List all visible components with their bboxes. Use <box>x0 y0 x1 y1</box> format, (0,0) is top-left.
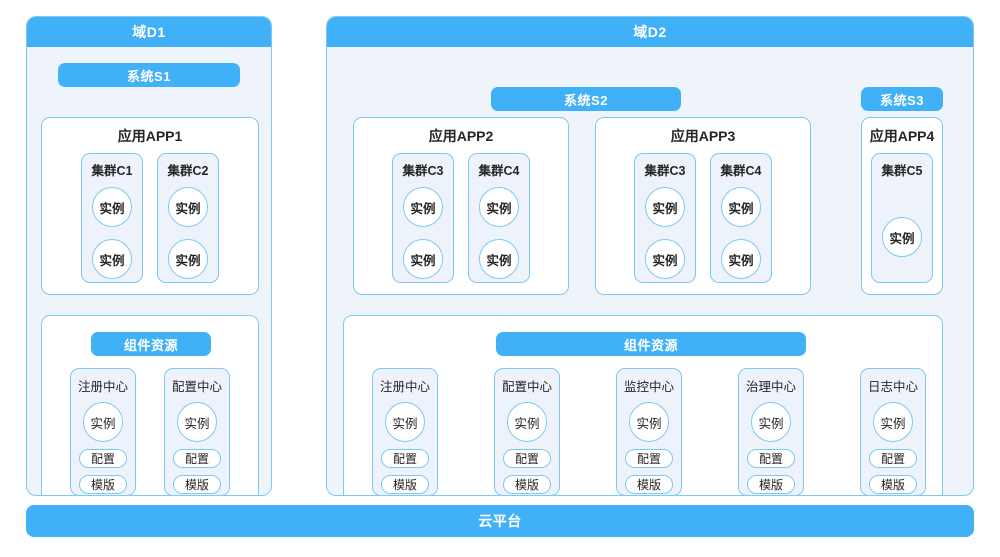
config-pill: 配置 <box>503 449 551 468</box>
config-pill: 配置 <box>625 449 673 468</box>
system-bar-s3: 系统S3 <box>861 87 943 111</box>
instance-node: 实例 <box>645 187 685 227</box>
instance-list-c4: 实例 实例 <box>721 187 761 279</box>
instance-list-c5: 实例 <box>882 217 922 257</box>
config-pill: 配置 <box>381 449 429 468</box>
component-resources-panel-d1: 组件资源 注册中心 实例 配置 模版 配置中心 实例 配置 模版 <box>41 315 259 495</box>
instance-node: 实例 <box>403 187 443 227</box>
template-pill: 模版 <box>503 475 551 494</box>
component-box-governance-center: 治理中心 实例 配置 模版 <box>738 368 804 495</box>
instance-node: 实例 <box>629 402 669 442</box>
template-pill: 模版 <box>747 475 795 494</box>
component-box-register-center: 注册中心 实例 配置 模版 <box>372 368 438 495</box>
component-list-d2: 注册中心 实例 配置 模版 配置中心 实例 配置 模版 监控中心 实例 <box>372 368 926 495</box>
component-box-log-center: 日志中心 实例 配置 模版 <box>860 368 926 495</box>
instance-node: 实例 <box>751 402 791 442</box>
app-title-app4: 应用APP4 <box>869 128 935 144</box>
component-title: 注册中心 <box>77 380 128 394</box>
component-title: 配置中心 <box>501 380 552 394</box>
app-title-app3: 应用APP3 <box>670 128 736 144</box>
domain-panel-d2: 域D2 系统S2 系统S3 应用APP2 集群C3 实例 实例 <box>326 16 974 496</box>
component-resources-panel-d2: 组件资源 注册中心 实例 配置 模版 配置中心 实例 配置 模版 <box>343 315 943 495</box>
instance-node: 实例 <box>479 239 519 279</box>
instance-node: 实例 <box>403 239 443 279</box>
app-box-app2: 应用APP2 集群C3 实例 实例 集群C4 实例 实例 <box>353 117 569 295</box>
cluster-title-c3: 集群C3 <box>644 164 686 178</box>
instance-node: 实例 <box>873 402 913 442</box>
domain-body-d2: 系统S2 系统S3 应用APP2 集群C3 实例 实例 集群C4 <box>327 47 973 495</box>
domain-title-d2: 域D2 <box>327 17 973 47</box>
component-resources-title-d1: 组件资源 <box>91 332 211 356</box>
component-resources-title-d2: 组件资源 <box>496 332 806 356</box>
cluster-title-c4: 集群C4 <box>478 164 520 178</box>
instance-node: 实例 <box>721 239 761 279</box>
app-box-app1: 应用APP1 集群C1 实例 实例 集群C2 实例 实例 <box>41 117 259 295</box>
component-title: 监控中心 <box>623 380 674 394</box>
instance-node: 实例 <box>92 187 132 227</box>
cluster-list-app4: 集群C5 实例 <box>862 153 942 283</box>
config-pill: 配置 <box>747 449 795 468</box>
component-title: 配置中心 <box>171 380 222 394</box>
app-title-app1: 应用APP1 <box>117 128 183 144</box>
template-pill: 模版 <box>625 475 673 494</box>
app-box-app4: 应用APP4 集群C5 实例 <box>861 117 943 295</box>
component-list-d1: 注册中心 实例 配置 模版 配置中心 实例 配置 模版 <box>70 368 230 495</box>
component-box-config-center: 配置中心 实例 配置 模版 <box>164 368 230 495</box>
instance-node: 实例 <box>721 187 761 227</box>
cluster-list-app1: 集群C1 实例 实例 集群C2 实例 实例 <box>42 153 258 283</box>
instance-node: 实例 <box>507 402 547 442</box>
instance-list-c1: 实例 实例 <box>92 187 132 279</box>
instance-list-c4: 实例 实例 <box>479 187 519 279</box>
cluster-box-c4: 集群C4 实例 实例 <box>468 153 530 283</box>
instance-node: 实例 <box>882 217 922 257</box>
cluster-title-c4: 集群C4 <box>720 164 762 178</box>
domain-panel-d1: 域D1 系统S1 应用APP1 集群C1 实例 实例 集群C2 <box>26 16 272 496</box>
system-bar-s1: 系统S1 <box>58 63 240 87</box>
instance-node: 实例 <box>177 402 217 442</box>
app-box-app3: 应用APP3 集群C3 实例 实例 集群C4 实例 实例 <box>595 117 811 295</box>
instance-node: 实例 <box>479 187 519 227</box>
instance-node: 实例 <box>168 239 208 279</box>
instance-node: 实例 <box>83 402 123 442</box>
app-title-app2: 应用APP2 <box>428 128 494 144</box>
cluster-box-c3: 集群C3 实例 实例 <box>634 153 696 283</box>
cluster-box-c5: 集群C5 实例 <box>871 153 933 283</box>
cluster-box-c4: 集群C4 实例 实例 <box>710 153 772 283</box>
template-pill: 模版 <box>869 475 917 494</box>
cloud-platform-bar: 云平台 <box>26 505 974 537</box>
instance-list-c2: 实例 实例 <box>168 187 208 279</box>
component-title: 治理中心 <box>745 380 796 394</box>
instance-list-c3: 实例 实例 <box>645 187 685 279</box>
config-pill: 配置 <box>79 449 127 468</box>
cluster-list-app2: 集群C3 实例 实例 集群C4 实例 实例 <box>354 153 568 283</box>
template-pill: 模版 <box>173 475 221 494</box>
component-box-monitor-center: 监控中心 实例 配置 模版 <box>616 368 682 495</box>
cluster-box-c2: 集群C2 实例 实例 <box>157 153 219 283</box>
cluster-title-c2: 集群C2 <box>167 164 209 178</box>
cluster-title-c5: 集群C5 <box>881 164 923 178</box>
instance-node: 实例 <box>645 239 685 279</box>
domain-body-d1: 系统S1 应用APP1 集群C1 实例 实例 集群C2 实例 <box>27 47 271 495</box>
template-pill: 模版 <box>79 475 127 494</box>
component-box-register-center: 注册中心 实例 配置 模版 <box>70 368 136 495</box>
template-pill: 模版 <box>381 475 429 494</box>
cluster-title-c3: 集群C3 <box>402 164 444 178</box>
instance-node: 实例 <box>168 187 208 227</box>
config-pill: 配置 <box>173 449 221 468</box>
component-box-config-center: 配置中心 实例 配置 模版 <box>494 368 560 495</box>
component-title: 日志中心 <box>867 380 918 394</box>
cluster-box-c1: 集群C1 实例 实例 <box>81 153 143 283</box>
config-pill: 配置 <box>869 449 917 468</box>
instance-list-c3: 实例 实例 <box>403 187 443 279</box>
instance-node: 实例 <box>385 402 425 442</box>
cluster-list-app3: 集群C3 实例 实例 集群C4 实例 实例 <box>596 153 810 283</box>
cluster-title-c1: 集群C1 <box>91 164 133 178</box>
system-bar-s2: 系统S2 <box>491 87 681 111</box>
cluster-box-c3: 集群C3 实例 实例 <box>392 153 454 283</box>
instance-node: 实例 <box>92 239 132 279</box>
domain-title-d1: 域D1 <box>27 17 271 47</box>
component-title: 注册中心 <box>379 380 430 394</box>
